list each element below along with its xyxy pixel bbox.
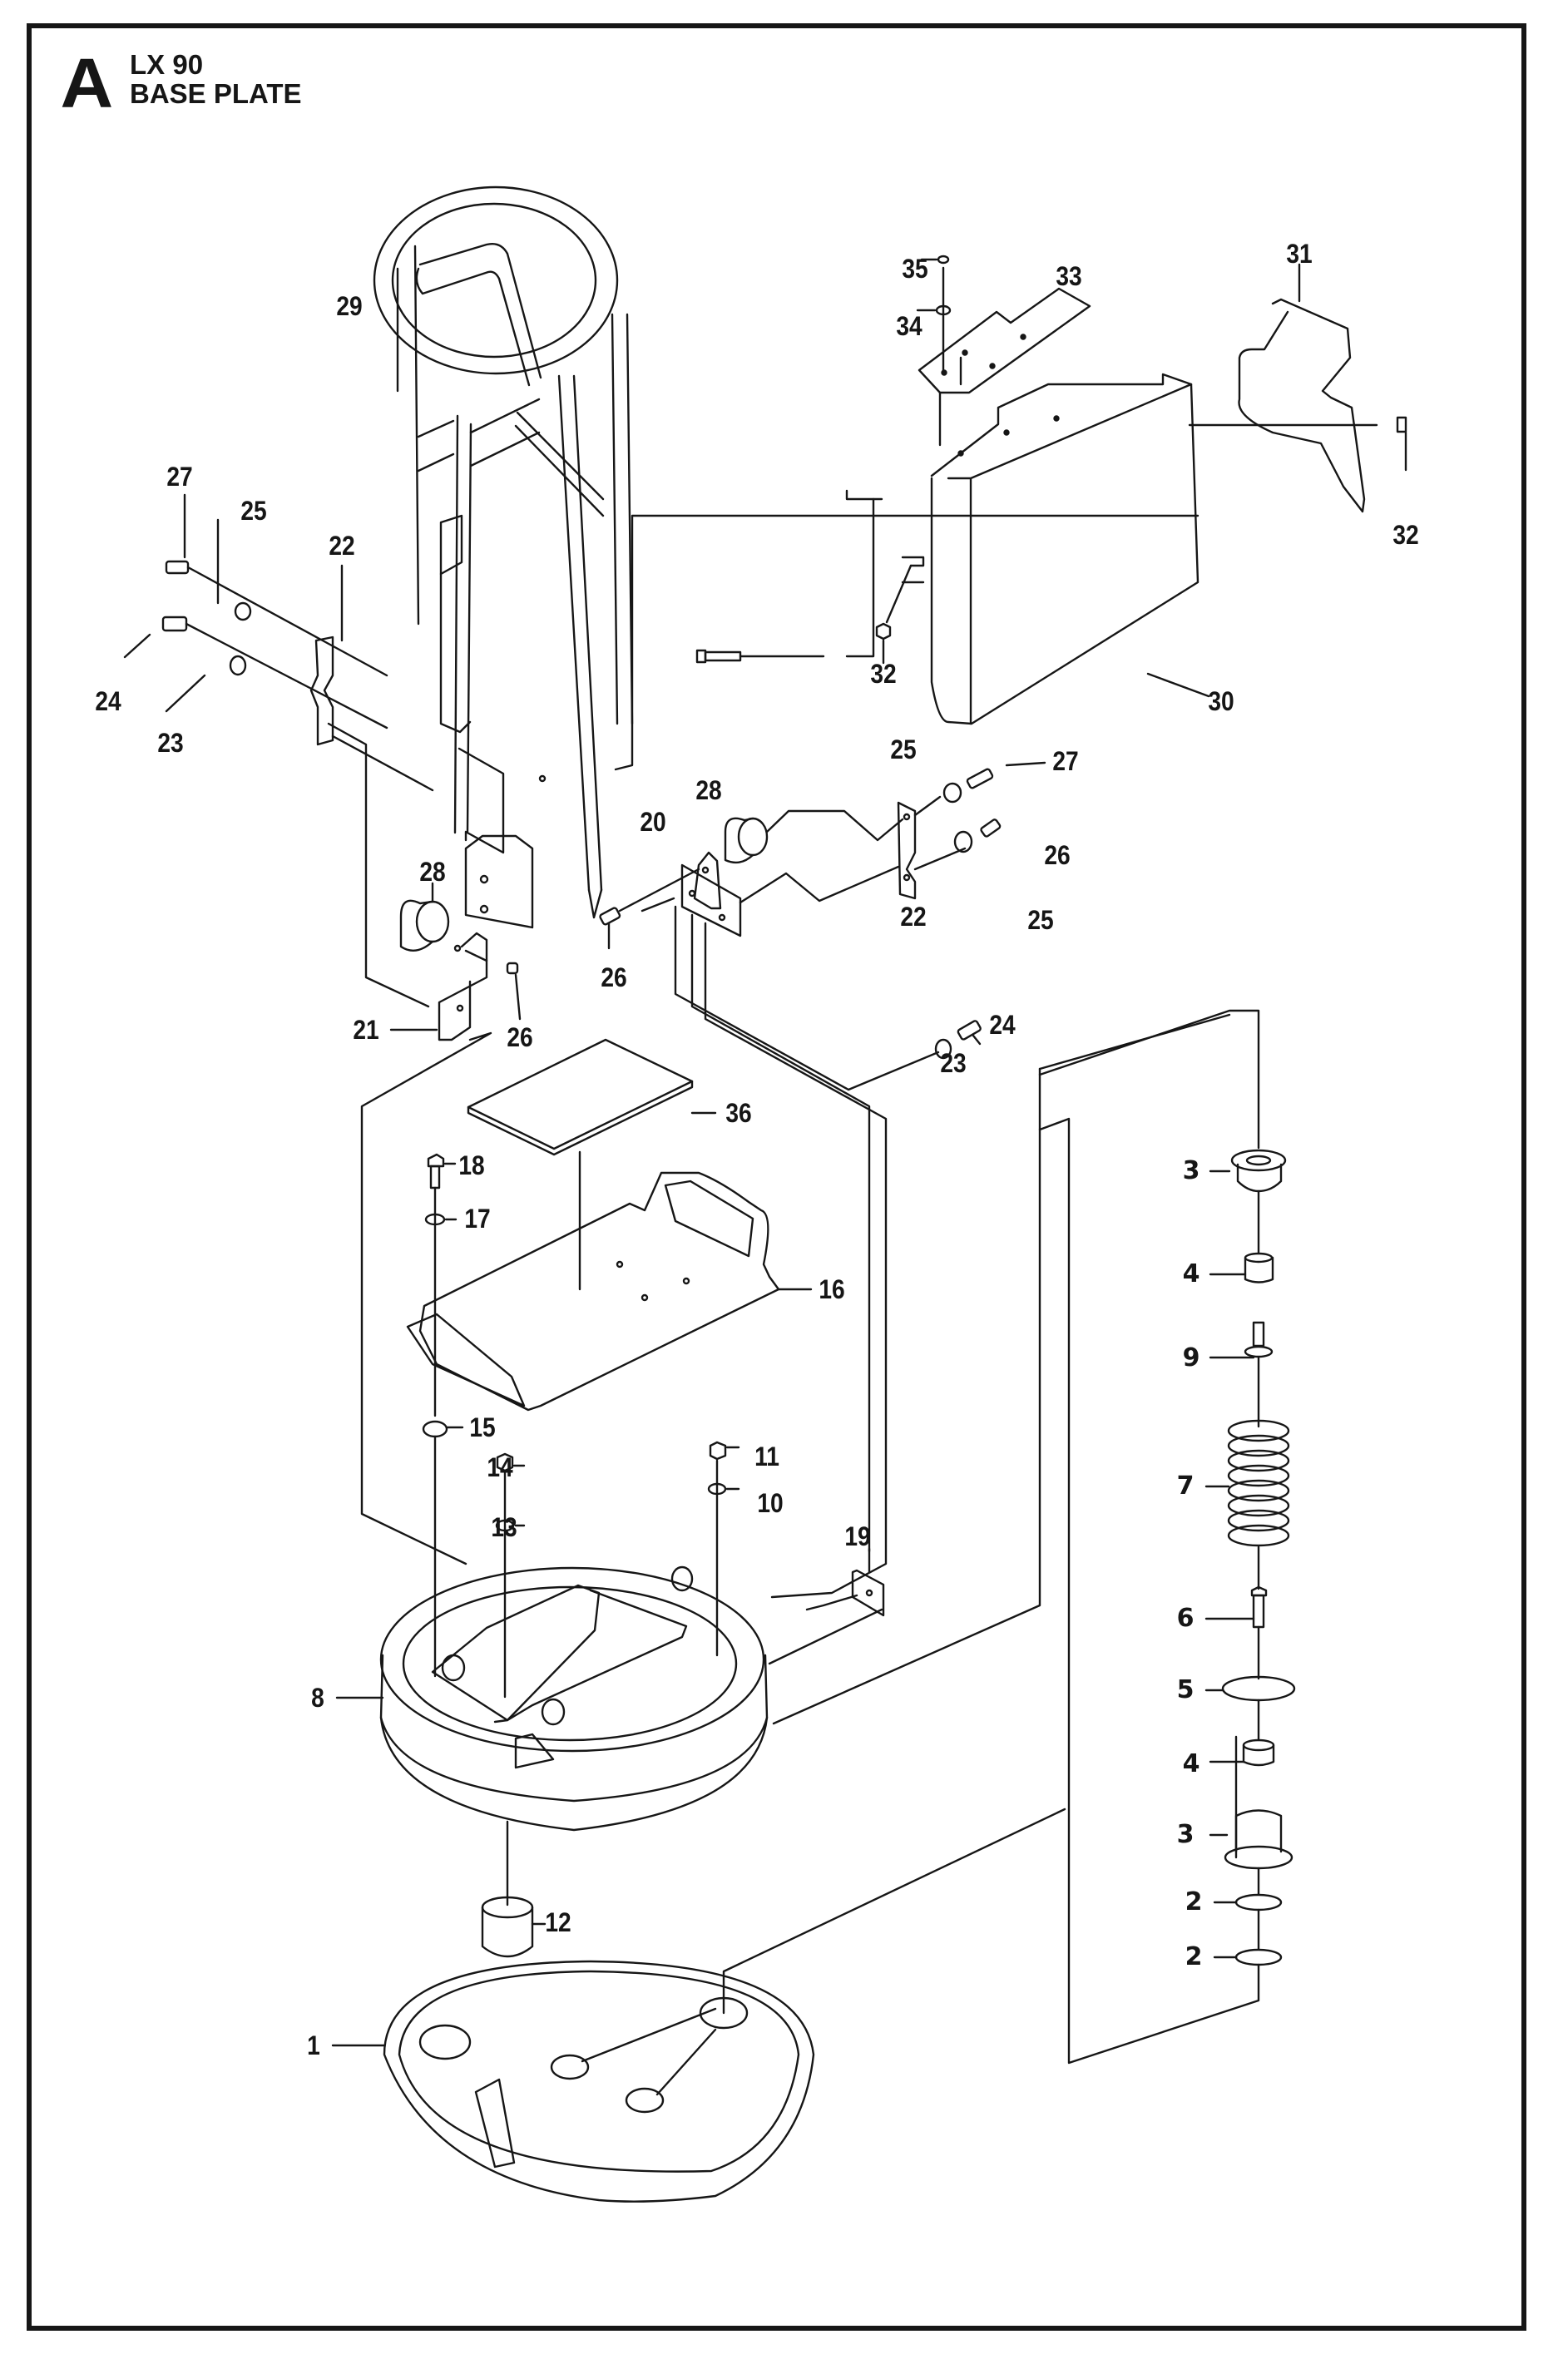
handle-frame-part	[373, 185, 634, 929]
callout-16-base-plate: 16	[819, 1274, 845, 1304]
callout-31-side-guard: 31	[1286, 239, 1313, 269]
callout-7-spring: 7	[1176, 1471, 1195, 1501]
callout-25-washer: 25	[890, 734, 917, 764]
left-bracket-assembly	[123, 493, 505, 1008]
callout-12-rubber-buffer: 12	[545, 1907, 571, 1937]
rubber-buffer-part	[481, 1896, 547, 1958]
page-border	[27, 23, 1526, 2331]
callout-25-washer: 25	[240, 496, 267, 526]
callout-30-housing: 30	[1208, 686, 1234, 716]
long-screw	[614, 497, 1199, 771]
callout-5-disc-washer: 5	[1176, 1675, 1195, 1704]
callout-2-washer: 2	[1185, 1887, 1203, 1916]
callout-4-spacer: 4	[1182, 1259, 1200, 1288]
title-block: LX 90 BASE PLATE	[130, 50, 302, 108]
callout-28-rubber-damper: 28	[695, 775, 722, 805]
left-damper-assembly	[360, 882, 522, 1565]
callout-26-screw: 26	[507, 1022, 533, 1052]
callout-36-pad: 36	[725, 1098, 752, 1128]
callout-18-bolt: 18	[458, 1150, 485, 1180]
upper-housing-part	[335, 1013, 1231, 1907]
callout-24-screw: 24	[95, 686, 121, 716]
callout-20-bracket: 20	[640, 807, 666, 837]
callout-4-spacer: 4	[1182, 1749, 1200, 1778]
fastener-stack-35-34	[916, 255, 952, 372]
callout-23-washer: 23	[157, 728, 184, 758]
damper-stack-part	[1038, 1009, 1296, 2065]
callout-1-bottom-plate: 1	[307, 2030, 320, 2060]
callout-26-screw: 26	[601, 962, 627, 992]
callout-27-screw: 27	[1052, 746, 1079, 776]
callout-3-bushing: 3	[1176, 1820, 1195, 1849]
callout-3-bushing: 3	[1182, 1156, 1200, 1185]
bottom-plate-part	[331, 1808, 1066, 2203]
flange-nut-center	[875, 556, 925, 665]
plate-19-part	[805, 1547, 885, 1617]
callout-15-rubber-washer: 15	[469, 1412, 496, 1442]
callout-10-washer: 10	[757, 1488, 784, 1518]
model-name: LX 90	[130, 49, 204, 80]
callout-32-flange-nut: 32	[870, 659, 897, 689]
callout-6-bolt: 6	[1176, 1604, 1195, 1633]
callout-21-bracket: 21	[353, 1015, 379, 1045]
callout-27-screw: 27	[166, 462, 193, 492]
callout-11-nut: 11	[754, 1442, 779, 1471]
callout-29-handle-frame: 29	[336, 291, 363, 321]
callout-13-washer: 13	[491, 1512, 517, 1542]
diagram-title: BASE PLATE	[130, 78, 302, 109]
right-bracket-assembly	[599, 761, 1046, 1599]
base-plate-16-36	[406, 1038, 813, 1412]
callout-35-small-fastener: 35	[902, 254, 928, 284]
callout-34-nut: 34	[896, 311, 922, 341]
callout-32-flange-nut: 32	[1392, 520, 1419, 550]
cover-plate-part	[918, 287, 1091, 447]
callout-23-washer: 23	[940, 1048, 967, 1078]
callout-8-upper-housing: 8	[311, 1683, 324, 1713]
spring-coils	[1227, 1419, 1290, 1547]
housing-part	[845, 356, 1210, 725]
section-letter: A	[60, 44, 114, 122]
callout-19-plate: 19	[844, 1521, 871, 1551]
side-guard-part	[1188, 263, 1407, 513]
callout-28-rubber-damper: 28	[419, 857, 446, 887]
callout-26-screw: 26	[1044, 840, 1071, 870]
callout-17-washer: 17	[464, 1204, 491, 1234]
callout-9-shoulder-bolt: 9	[1182, 1343, 1200, 1372]
callout-33-cover-plate: 33	[1056, 261, 1082, 291]
callout-25-washer: 25	[1027, 905, 1054, 935]
nut-stacks	[495, 1441, 740, 1699]
bolt-stack-left	[422, 1153, 464, 1678]
callout-2-washer: 2	[1185, 1942, 1203, 1971]
callout-22-bracket: 22	[900, 902, 927, 932]
callout-14-nut: 14	[487, 1452, 513, 1482]
callout-24-screw: 24	[989, 1010, 1016, 1040]
callout-22-bracket: 22	[329, 531, 355, 561]
